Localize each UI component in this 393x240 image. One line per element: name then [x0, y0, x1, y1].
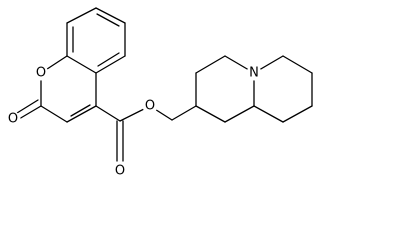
- bond: [66, 55, 97, 74]
- bond: [95, 105, 121, 122]
- bond: [95, 7, 126, 24]
- structure-canvas: O O O O N: [5, 7, 313, 179]
- carbonyl-bond: [16, 99, 39, 114]
- double-bond-inner: [97, 52, 120, 67]
- ester-carbonyl-oxygen-label: O: [115, 164, 125, 179]
- quinolizidine-ring-b: [253, 55, 313, 123]
- nitrogen-label: N: [249, 66, 259, 81]
- carbonyl-bond: [18, 105, 42, 120]
- molecule-diagram: O O O O N: [5, 7, 313, 179]
- bond: [66, 105, 97, 123]
- bond: [195, 105, 226, 123]
- ester-oxygen-label: O: [145, 99, 155, 114]
- bond: [224, 105, 255, 123]
- double-bond-inner: [96, 13, 120, 27]
- carbonyl-oxygen-label: O: [8, 112, 18, 127]
- quinolizidine-ring-a: [195, 55, 255, 123]
- bond: [282, 105, 313, 123]
- bond: [171, 105, 197, 121]
- bond: [282, 55, 313, 74]
- atom-labels: O O O O N: [5, 65, 262, 179]
- bond: [66, 7, 97, 24]
- bond: [95, 55, 126, 74]
- bond: [40, 105, 68, 123]
- ester-linkage: [95, 105, 197, 162]
- ring-oxygen-label: O: [36, 66, 46, 81]
- benzene-ring: [66, 7, 126, 74]
- bond: [253, 105, 284, 123]
- double-bond-inner: [70, 104, 91, 117]
- bond: [195, 55, 226, 74]
